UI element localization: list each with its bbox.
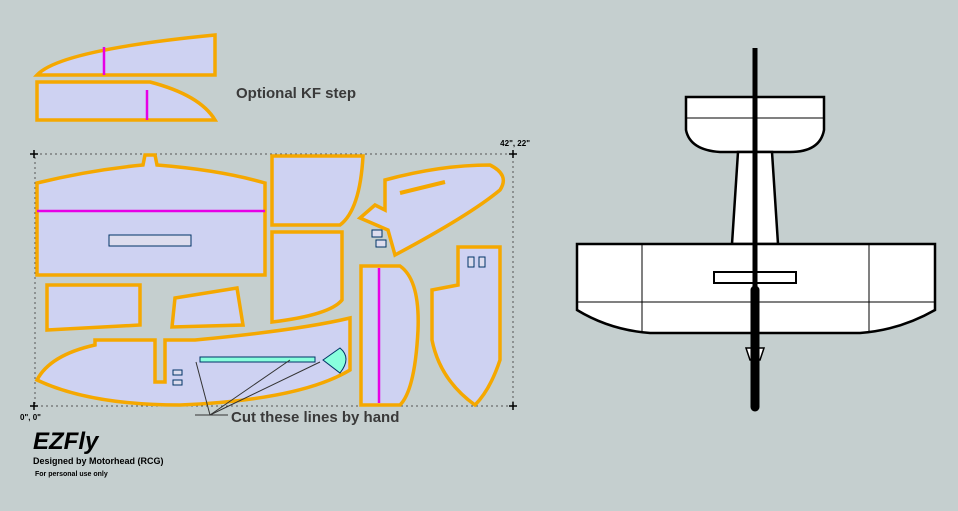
corner-mark [509,150,517,158]
small-piece-2 [170,285,246,329]
fin-piece [356,163,506,258]
coord-max-label: 42", 22" [500,139,530,148]
fin-slot [371,229,383,238]
leader-line [195,361,211,416]
title-logo: EZFly [33,428,100,455]
rudder-slot [478,256,486,268]
leader-line [209,359,291,416]
cut-line-slot [322,347,347,374]
corner-mark [30,402,38,410]
fin-strip [399,180,446,195]
cut-lines-label: Cut these lines by hand [231,409,399,426]
designer-credit: Designed by Motorhead (RCG) [33,456,164,466]
fin-slot [375,239,387,248]
fuselage-slot [172,369,183,376]
small-piece-1 [45,283,142,332]
fuselage-slot [172,379,183,386]
wing-piece [35,153,267,277]
coord-origin-label: 0", 0" [20,413,41,422]
rudder-piece [430,245,502,408]
stab-piece-2 [270,230,344,324]
kf-step-label: Optional KF step [236,85,356,102]
leader-line [209,361,321,416]
plane-top-view [575,48,937,412]
stab-piece-1 [270,154,365,227]
corner-mark [30,150,38,158]
rudder-slot [467,256,475,268]
wing-slot [108,234,192,247]
kf-step-piece-bottom [35,80,219,122]
elevator-piece [359,264,420,407]
kf-step-piece-top [33,33,217,77]
fuselage-piece [34,315,352,407]
cut-line-slot [199,356,316,363]
corner-mark [509,402,517,410]
usage-note: For personal use only [35,471,108,478]
